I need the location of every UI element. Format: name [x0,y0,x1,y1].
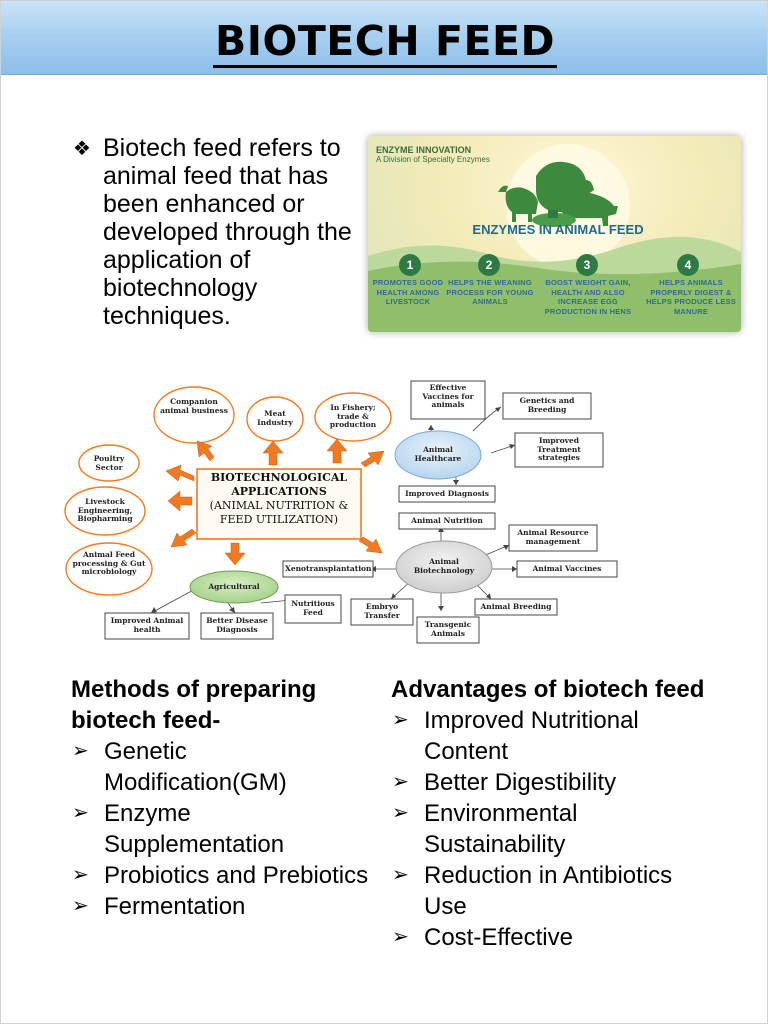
list-item: ➢Better Digestibility [392,769,617,796]
transgenic-label: Transgenic Animals [424,620,472,638]
healthcare-label: Animal Healthcare [414,445,462,463]
step-number-1: 1 [399,254,421,276]
advantages-list: ➢Improved Nutritional Content ➢Better Di… [391,705,721,953]
biotechnology-bubble [395,540,493,594]
disease-label: Better Disease Diagnosis [206,616,268,634]
list-item: ➢Enzyme Supplementation [72,800,285,858]
center-line-4: FEED UTILIZATION) [219,513,339,526]
box-diagnosis [398,485,496,503]
step-number-3: 3 [576,254,598,276]
box-animal-health [104,612,190,640]
meat-bubble [246,396,304,442]
step-text-1: PROMOTES GOOD HEALTH AMONG LIVESTOCK [372,278,444,306]
methods-list: ➢Genetic Modification(GM) ➢Enzyme Supple… [71,736,371,922]
feed-processing-label: Animal Feed processing & Gut microbiolog… [72,550,146,577]
box-animal-vaccines [516,560,618,578]
list-item: ➢Cost-Effective [392,924,573,951]
meat-label: Meat Industry [257,409,293,427]
center-box [196,468,362,540]
box-nutritious [284,594,342,624]
list-item: ➢Environmental Sustainability [392,800,578,858]
box-treatment [514,432,604,468]
center-line-2: APPLICATIONS [231,485,327,498]
livestock-bubble [64,486,146,536]
arrow-bullet-icon: ➢ [392,926,409,948]
healthcare-bubble [394,430,482,480]
diamond-bullet-icon: ❖ [73,138,91,160]
list-item: ➢Probiotics and Prebiotics [72,862,369,889]
agricultural-bubble [189,570,279,604]
list-item: ➢Improved Nutritional Content [392,707,639,765]
methods-section: Methods of preparing biotech feed- ➢Gene… [71,674,371,922]
center-line-3: (ANIMAL NUTRITION & [209,499,349,512]
banner-title: ENZYMES IN ANIMAL FEED [472,222,644,237]
vaccines-label: Effective Vaccines for animals [422,383,474,410]
poultry-bubble [78,444,140,482]
genetics-label: Genetics and Breeding [519,396,575,414]
intro-text: Biotech feed refers to animal feed that … [103,134,352,330]
box-vaccines [410,380,486,420]
arrow-bullet-icon: ➢ [72,864,89,886]
livestock-label: Livestock Engineering, Biopharming [77,497,133,524]
box-transgenic [416,616,480,644]
agricultural-label: Agricultural [208,582,260,591]
companion-label: Companion animal business [160,397,228,415]
step-text-4: HELPS ANIMALS PROPERLY DIGEST & HELPS PR… [646,278,736,316]
nutrition-label: Animal Nutrition [411,516,483,525]
box-nutrition [398,512,496,530]
arrow-bullet-icon: ➢ [72,895,89,917]
step-number-2: 2 [478,254,500,276]
box-resource [508,524,598,552]
arrow-bullet-icon: ➢ [392,709,409,731]
list-item: ➢Fermentation [72,893,246,920]
center-line-1: BIOTECHNOLOGICAL [210,471,348,484]
arrow-bullet-icon: ➢ [392,864,409,886]
fishery-label: In Fishery; trade & production [329,403,377,430]
xeno-label: Xenotransplantation [285,564,372,573]
box-xeno [282,560,374,578]
arrow-bullet-icon: ➢ [392,802,409,824]
step-text-2: HELPS THE WEANING PROCESS FOR YOUNG ANIM… [446,278,534,306]
arrow-bullet-icon: ➢ [392,771,409,793]
methods-heading: Methods of preparing biotech feed- [71,676,317,734]
title-band: BIOTECH FEED [1,1,767,75]
list-item: ➢Reduction in Antibiotics Use [392,862,673,920]
diagram-shapes [64,380,618,644]
diagnosis-label: Improved Diagnosis [405,489,489,498]
biotech-applications-diagram: BIOTECHNOLOGICAL APPLICATIONS (ANIMAL NU… [61,373,631,645]
step-text-3: BOOST WEIGHT GAIN, HEALTH AND ALSO INCRE… [544,278,632,316]
feed-processing-bubble [65,542,153,596]
biotechnology-label: Animal Biotechnology [413,557,475,575]
nutritious-label: Nutritious Feed [291,599,335,617]
fishery-bubble [314,392,392,442]
box-disease [200,612,274,640]
step-number-4: 4 [677,254,699,276]
banner-scenery [368,144,741,332]
animal-vaccines-label: Animal Vaccines [532,564,602,573]
box-breeding [474,598,558,616]
resource-label: Animal Resource management [517,528,589,546]
box-embryo [350,598,414,626]
arrow-bullet-icon: ➢ [72,740,89,762]
center-box-text: BIOTECHNOLOGICAL APPLICATIONS (ANIMAL NU… [202,471,356,527]
advantages-heading: Advantages of biotech feed [391,676,705,703]
breeding-label: Animal Breeding [480,602,552,611]
animal-health-label: Improved Animal health [110,616,184,634]
poultry-label: Poultry Sector [93,454,125,472]
list-item: ➢Genetic Modification(GM) [72,738,287,796]
treatment-label: Improved Treatment strategies [537,436,581,463]
page-title: BIOTECH FEED [1,17,767,68]
arrow-bullet-icon: ➢ [72,802,89,824]
companion-bubble [153,386,235,444]
box-genetics [502,392,592,420]
advantages-section: Advantages of biotech feed ➢Improved Nut… [391,674,721,953]
embryo-label: Embryo Transfer [364,602,400,620]
